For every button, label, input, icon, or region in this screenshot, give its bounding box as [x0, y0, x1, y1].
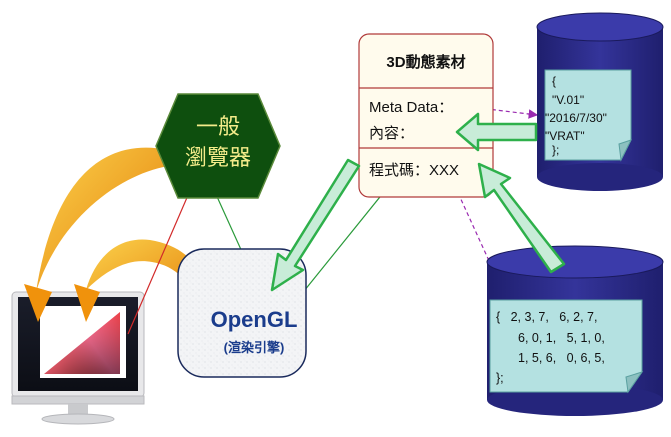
meta-line-4: "VRAT": [545, 129, 585, 143]
content-label: 內容：: [369, 125, 414, 142]
meta-line-3: "2016/7/30": [545, 111, 607, 125]
arrow-to-opengl: [270, 158, 361, 292]
arrow-to-code: [477, 162, 566, 274]
content-database: { 2, 3, 7, 6, 2, 7, 6, 0, 1, 5, 1, 0, 1,…: [486, 245, 664, 416]
orange-render-arrows: [24, 147, 212, 322]
meta-line-2: "V.01": [552, 93, 584, 107]
browser-label-line2: 瀏覽器: [185, 145, 251, 170]
asset-title: 3D動態素材: [386, 53, 465, 71]
asset-card: 3D動態素材 Meta Data： 內容： 程式碼：XXX: [358, 33, 494, 198]
meta-line-1: {: [552, 74, 556, 88]
arrow-to-content: [455, 112, 538, 152]
green-block-arrows: [270, 112, 566, 292]
content-line-1: { 2, 3, 7, 6, 2, 7,: [496, 310, 597, 324]
meta-data-label: Meta Data：: [369, 99, 453, 116]
meta-database: { "V.01" "2016/7/30" "VRAT" };: [536, 12, 664, 191]
meta-line-5: };: [552, 143, 559, 157]
content-line-4: };: [496, 371, 504, 385]
browser-label-line1: 一般: [196, 114, 240, 139]
code-label: 程式碼：XXX: [369, 162, 459, 179]
engine-subtitle: (渲染引擎): [224, 340, 285, 355]
browser-hexagon: 一般 瀏覽器: [155, 93, 281, 199]
content-line-3: 1, 5, 6, 0, 6, 5,: [518, 351, 605, 365]
monitor: [11, 291, 145, 425]
engine-name: OpenGL: [211, 307, 298, 332]
content-line-2: 6, 0, 1, 5, 1, 0,: [518, 331, 605, 345]
